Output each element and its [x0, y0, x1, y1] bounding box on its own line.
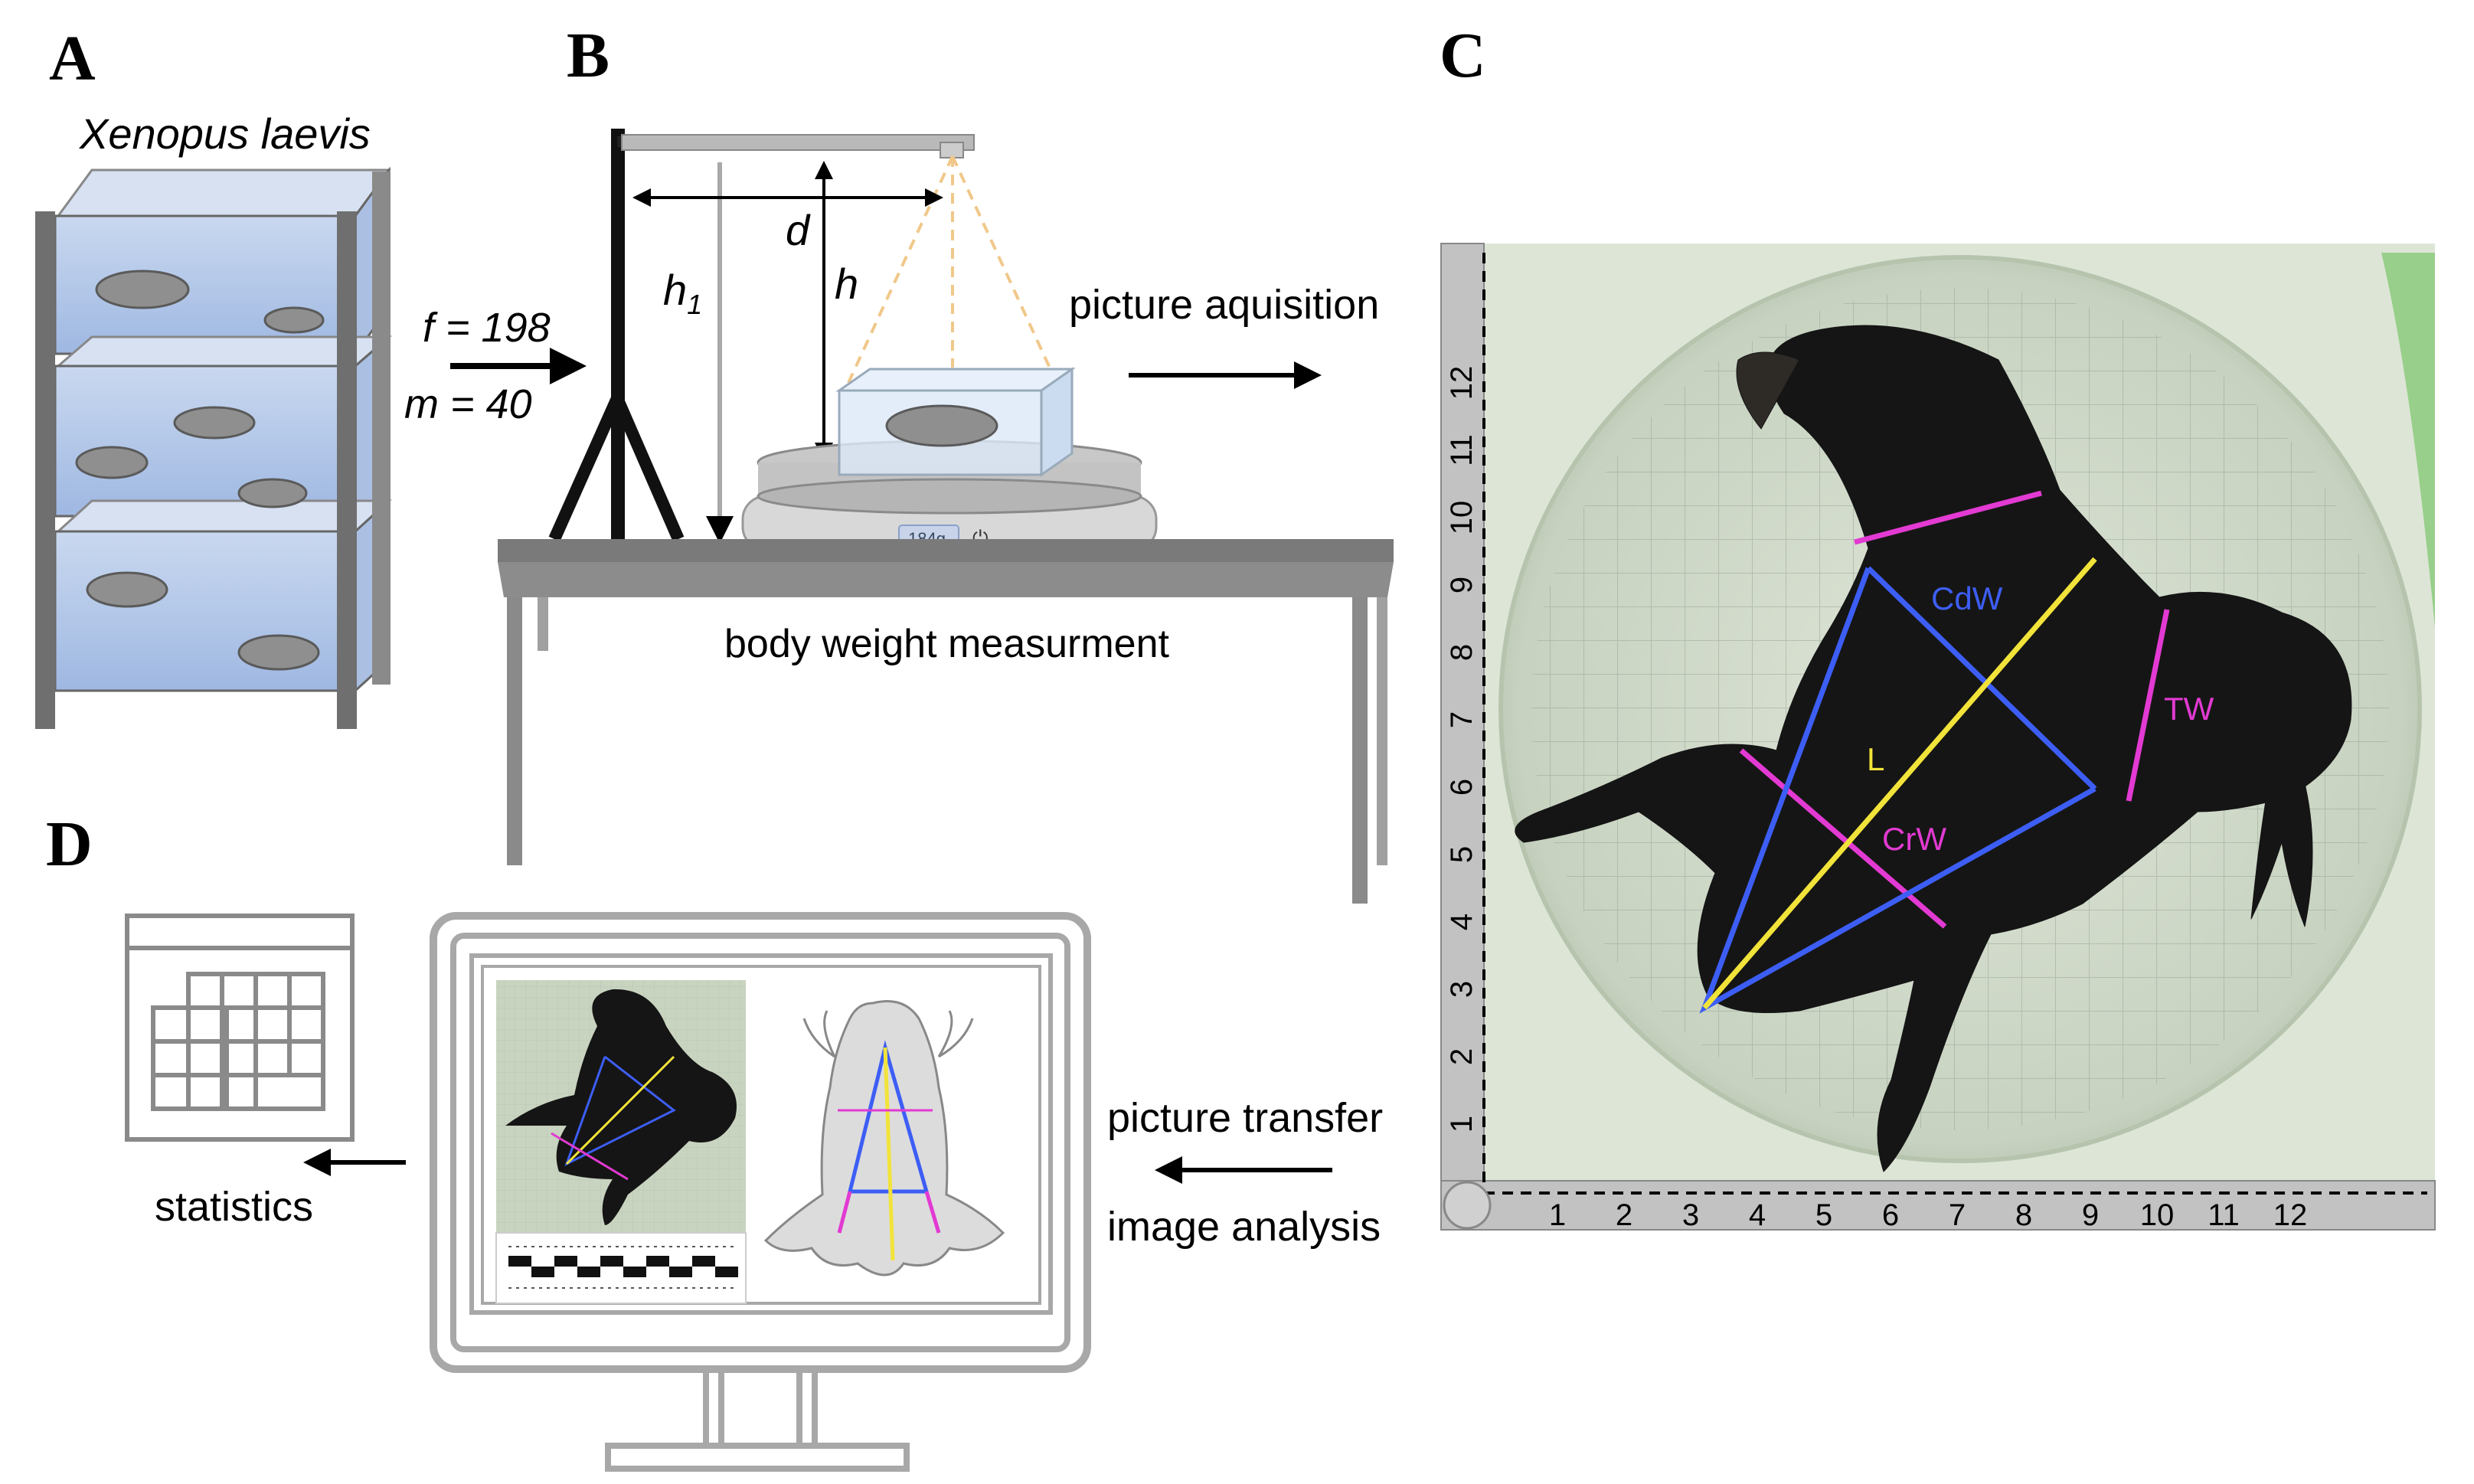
ruler-bottom-label: 9	[2082, 1198, 2099, 1232]
ruler-bottom-label: 1	[1549, 1198, 1566, 1232]
param-m: m = 40	[404, 381, 532, 427]
param-f: f = 198	[423, 305, 551, 351]
measure-line-l	[1702, 557, 2097, 1010]
ruler-left-label: 2	[1445, 1048, 1479, 1065]
ruler-bottom-label: 11	[2208, 1198, 2240, 1232]
panel-d-letter: D	[46, 809, 93, 880]
ruler-left-label: 10	[1445, 501, 1479, 535]
measure-line-cdw	[1866, 566, 2097, 791]
frog-icon	[237, 478, 308, 508]
measure-line-crw	[1739, 748, 1947, 929]
ruler-left-label: 9	[1445, 577, 1479, 593]
ruler-left-label: 7	[1445, 711, 1479, 728]
panel-d: D statistics	[46, 809, 1091, 1472]
ruler-bottom-label: 12	[2273, 1198, 2308, 1232]
h1-label: h1	[663, 266, 702, 320]
image-analysis-label: image analysis	[1107, 1204, 1381, 1250]
ruler-left-label: 5	[1445, 846, 1479, 863]
frog-icon	[237, 634, 320, 671]
frog-icon	[75, 446, 149, 479]
ruler-bottom-label: 6	[1882, 1198, 1899, 1232]
monitor	[430, 912, 1091, 1472]
panel-a-letter: A	[49, 23, 96, 94]
d-label: d	[786, 206, 811, 254]
glass-container	[835, 367, 1076, 477]
frog-icon	[173, 406, 256, 440]
ruler-bottom-label: 5	[1815, 1198, 1832, 1232]
measurement-photo: CdW L TW CrW	[1482, 244, 2435, 1181]
picture-acquisition-label: picture aquisition	[1069, 282, 1379, 328]
measure-line-tw	[2126, 609, 2170, 802]
ruler-left-label: 1	[1445, 1116, 1479, 1133]
ruler-bottom-label: 8	[2015, 1198, 2032, 1232]
ruler-left-label: 8	[1445, 644, 1479, 661]
camera-view-cone	[847, 155, 1058, 384]
ruler-left-label: 3	[1445, 981, 1479, 998]
label-tw: TW	[2164, 691, 2214, 727]
measure-line-head	[1854, 490, 2042, 545]
frog-icon	[263, 306, 325, 334]
ruler-left-label: 12	[1445, 366, 1479, 400]
ruler-left-label: 11	[1445, 434, 1479, 466]
label-l: L	[1867, 741, 1884, 777]
ruler-bottom-label: 10	[2140, 1198, 2175, 1232]
label-cdw: CdW	[1931, 580, 2003, 616]
ruler-bottom-label: 2	[1616, 1198, 1632, 1232]
camera-stand	[548, 129, 975, 542]
statistics-label: statistics	[155, 1184, 313, 1230]
panel-b: B h1 d h	[498, 20, 1394, 904]
ruler-left-label: 6	[1445, 779, 1479, 796]
tank-rack	[35, 166, 393, 729]
panel-c-letter: C	[1440, 20, 1486, 91]
frog-icon	[86, 571, 168, 608]
ruler-bottom-label: 7	[1949, 1198, 1966, 1232]
ruler-bottom-label: 3	[1682, 1198, 1699, 1232]
spreadsheet-icon	[125, 914, 355, 1142]
panel-b-letter: B	[567, 20, 610, 91]
label-crw: CrW	[1882, 821, 1946, 857]
frog-icon	[95, 270, 190, 309]
panel-a: A Xenopus laevis	[35, 23, 587, 729]
species-name: Xenopus laevis	[78, 110, 371, 158]
frog-icon	[885, 404, 998, 447]
frog-schematic	[763, 1000, 1005, 1276]
picture-transfer-label: picture transfer	[1107, 1095, 1383, 1141]
h-label: h	[835, 260, 858, 308]
table	[498, 539, 1394, 904]
panel-c: C CdW L TW CrW	[1440, 20, 2436, 1232]
body-weight-caption: body weight measurment	[724, 622, 1170, 666]
photo-thumbnail	[495, 980, 747, 1304]
ruler-left-label: 4	[1445, 914, 1479, 930]
ruler-bottom-label: 4	[1749, 1198, 1766, 1232]
